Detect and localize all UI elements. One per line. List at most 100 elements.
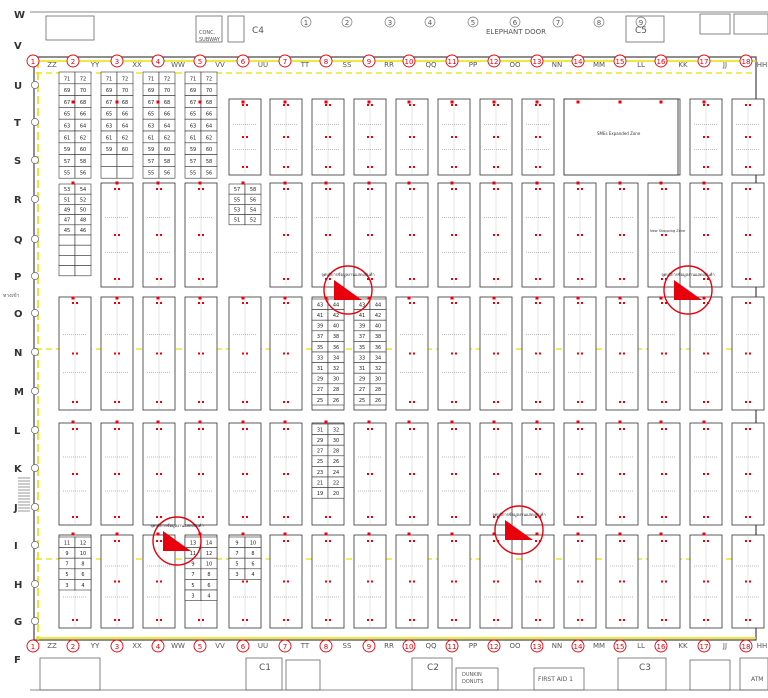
conc-label: CONC.	[199, 30, 216, 36]
booth-island-c7-b1	[311, 98, 345, 176]
booth-island-c9-b5	[395, 534, 429, 629]
aisle-marker	[659, 296, 663, 300]
bottom-facility	[285, 659, 321, 691]
booth-number: 35	[317, 345, 323, 351]
top-marker-number: 1	[304, 19, 308, 27]
red-dot	[242, 516, 244, 518]
booth-number: 69	[106, 88, 112, 94]
row-bubble	[31, 464, 39, 472]
red-dot	[493, 619, 495, 621]
red-dot	[160, 401, 162, 403]
red-dot	[246, 352, 248, 355]
aisle-marker	[324, 100, 328, 104]
red-dot	[371, 104, 373, 106]
booth-number: 9	[235, 540, 238, 546]
red-dot	[749, 473, 751, 475]
booth-island-c1-b4	[58, 422, 92, 526]
red-dot	[371, 473, 373, 475]
red-dot	[539, 234, 541, 236]
top-marker-circle	[509, 16, 521, 28]
aisle-top-yy: YY	[90, 61, 100, 69]
row-bubble	[31, 81, 39, 89]
booth-number: 68	[206, 100, 212, 106]
help-point-1: จุดบริการข้อมูลงานแสดงสินค้า	[321, 265, 375, 315]
aisle-marker	[492, 420, 496, 424]
red-dot	[703, 401, 705, 403]
red-dot	[325, 540, 327, 542]
red-dot	[287, 580, 289, 583]
red-dot	[242, 428, 244, 430]
red-dot	[535, 540, 537, 542]
aisle-top-jj: JJ	[722, 61, 727, 69]
red-dot	[202, 401, 204, 403]
aisle-top-ww: WW	[171, 61, 185, 69]
red-dot	[497, 104, 499, 106]
red-dot	[497, 136, 499, 138]
aisle-top-nn: NN	[552, 61, 562, 69]
red-dot	[623, 619, 625, 621]
row-bubble	[31, 348, 39, 356]
aisle-marker	[450, 181, 454, 185]
aisle-marker	[241, 420, 245, 424]
red-dot	[703, 428, 705, 430]
red-dot	[409, 516, 411, 518]
red-dot	[114, 473, 116, 475]
aisle-marker	[156, 532, 160, 536]
column-number-7: 7	[283, 643, 287, 651]
column-number-18: 18	[742, 643, 751, 651]
booth-cell	[158, 166, 176, 179]
booth-number: 70	[164, 88, 170, 94]
red-dot	[451, 428, 453, 430]
red-dot	[114, 516, 116, 518]
red-dot	[156, 234, 158, 236]
top-marker-number: 4	[428, 19, 433, 27]
red-dot	[160, 352, 162, 355]
booth-number: 55	[234, 197, 240, 203]
red-dot	[371, 136, 373, 138]
booth-number: 64	[80, 123, 86, 129]
booth-island-c8-b5	[353, 534, 387, 629]
red-dot	[413, 473, 415, 475]
booth-cell	[58, 265, 76, 277]
red-dot	[367, 166, 369, 168]
red-dot	[287, 166, 289, 168]
column-number-17: 17	[700, 643, 709, 651]
column-bubble	[193, 639, 207, 653]
column-bubble	[26, 639, 40, 653]
aisle-bottom-ss: SS	[343, 642, 352, 650]
aisle-bottom-nn: NN	[552, 642, 562, 650]
aisle-marker	[71, 181, 75, 185]
booth-island-c3-b2	[142, 182, 176, 288]
booth-number: 20	[333, 491, 339, 497]
red-dot	[242, 166, 244, 168]
red-dot	[539, 580, 541, 583]
booth-island-c10-b4	[437, 422, 471, 526]
aisle-top-zz: ZZ	[47, 61, 57, 69]
booth-island-c15-b4	[647, 422, 681, 526]
column-bubble	[110, 639, 124, 653]
red-dot	[535, 278, 537, 280]
red-dot	[577, 473, 579, 475]
red-dot	[665, 428, 667, 430]
red-dot	[413, 136, 415, 138]
booth-number: 8	[81, 562, 84, 568]
booth-number: 53	[234, 208, 240, 214]
booth-island-c12-b3	[521, 296, 555, 411]
red-dot	[497, 428, 499, 430]
booth-island-c17-b3	[731, 296, 765, 411]
red-dot	[497, 166, 499, 168]
booth-island-c15-b3	[647, 296, 681, 411]
bottom-facility	[533, 667, 585, 691]
booth-island-c6-b5	[269, 534, 303, 629]
bottom-facility	[245, 657, 283, 691]
booth-island-c6-b2	[269, 182, 303, 288]
red-dot	[455, 302, 457, 304]
top-marker-number: 5	[471, 19, 475, 27]
booth-number: 63	[190, 123, 196, 129]
red-dot	[661, 401, 663, 403]
red-dot	[409, 428, 411, 430]
red-dot	[455, 104, 457, 106]
aisle-marker	[198, 181, 202, 185]
red-dot	[329, 104, 331, 106]
